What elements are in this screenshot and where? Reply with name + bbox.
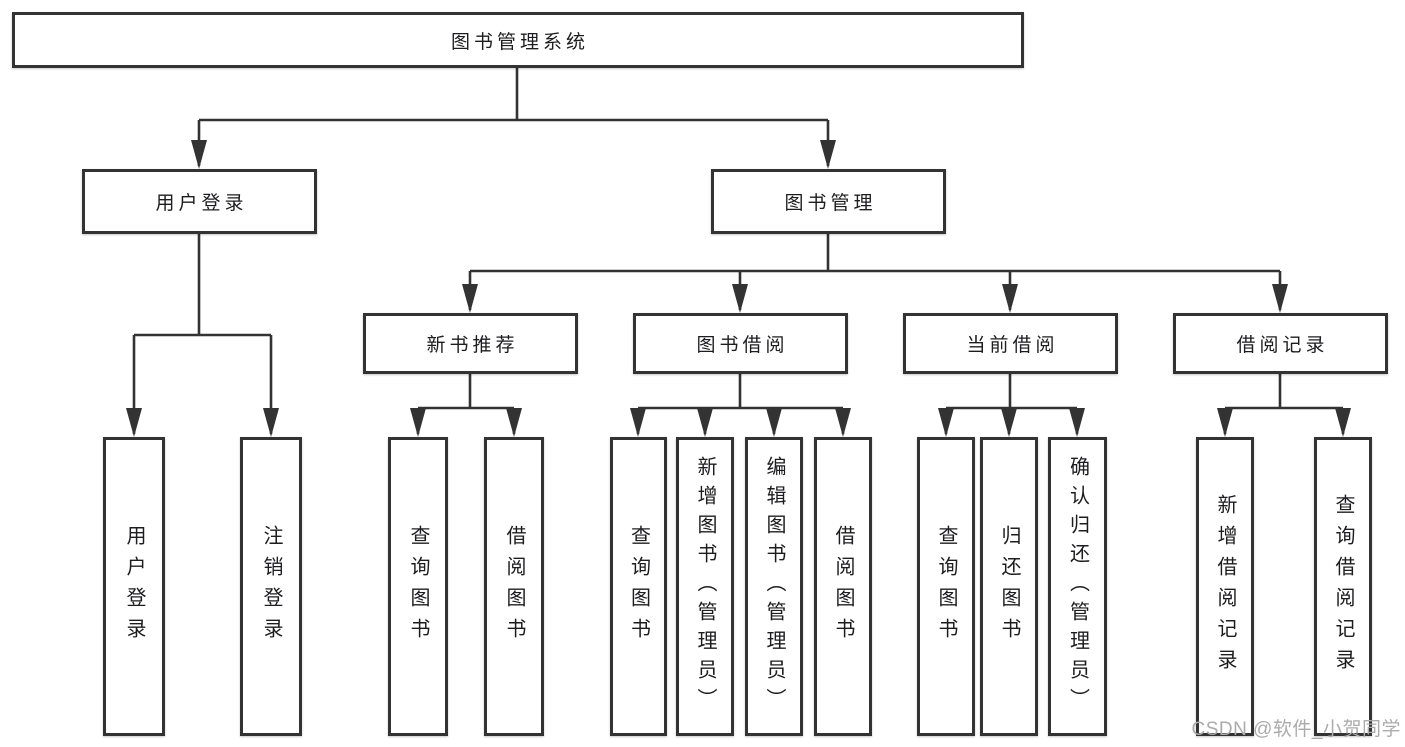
leaf-query-books-recommend: 查询图书 (388, 437, 448, 736)
leaf-add-book-admin: 新增图书（管理员） (676, 437, 734, 736)
leaf-edit-book-admin: 编辑图书（管理员） (745, 437, 803, 736)
leaf-query-books-borrow: 查询图书 (610, 437, 667, 736)
leaf-label: 借阅图书 (832, 524, 854, 649)
leaf-confirm-return-admin: 确认归还（管理员） (1048, 437, 1107, 736)
connector-user-login-to-leaves (132, 234, 273, 434)
leaf-label: 用户登录 (123, 524, 145, 649)
leaf-label: 借阅图书 (503, 524, 525, 649)
leaf-label: 新增借阅记录 (1214, 493, 1236, 680)
leaf-label: 查询图书 (407, 524, 429, 649)
leaf-borrow-books: 借阅图书 (814, 437, 872, 736)
node-label: 图书管理 (784, 193, 877, 214)
leaf-label: 归还图书 (998, 524, 1020, 649)
leaf-return-book: 归还图书 (980, 437, 1038, 736)
connector-current-borrow-to-leaves (944, 374, 1079, 434)
node-label: 用户登录 (155, 193, 248, 214)
connector-root-to-level2 (197, 68, 830, 166)
connector-new-rec-to-leaves (416, 374, 516, 434)
node-label: 图书管理系统 (450, 31, 589, 53)
leaf-label: 注销登录 (260, 524, 282, 649)
leaf-label: 编辑图书（管理员） (763, 456, 785, 717)
leaf-borrow-books-recommend: 借阅图书 (484, 437, 544, 736)
leaf-query-borrow-record: 查询借阅记录 (1314, 437, 1372, 736)
connector-book-mgmt-to-level3 (468, 234, 1282, 310)
node-book-borrow: 图书借阅 (633, 313, 848, 374)
node-user-login: 用户登录 (82, 169, 317, 234)
leaf-label: 新增图书（管理员） (694, 456, 716, 717)
node-label: 借阅记录 (1236, 335, 1329, 356)
leaf-logout: 注销登录 (240, 437, 302, 736)
node-new-book-recommend: 新书推荐 (363, 313, 578, 374)
node-root-system: 图书管理系统 (12, 12, 1024, 68)
node-borrow-records: 借阅记录 (1173, 313, 1388, 374)
leaf-user-login: 用户登录 (103, 437, 165, 736)
leaf-label: 确认归还（管理员） (1066, 456, 1089, 717)
node-book-management: 图书管理 (711, 169, 946, 234)
leaf-add-borrow-record: 新增借阅记录 (1196, 437, 1254, 736)
leaf-label: 查询借阅记录 (1332, 493, 1354, 680)
node-label: 图书借阅 (696, 335, 789, 356)
connector-book-borrow-to-leaves (636, 374, 845, 434)
node-label: 当前借阅 (966, 335, 1059, 356)
leaf-label: 查询图书 (935, 524, 957, 649)
leaf-query-books-current: 查询图书 (917, 437, 975, 736)
csdn-watermark: CSDN @软件_小贺同学 (1191, 719, 1401, 740)
leaf-label: 查询图书 (627, 524, 650, 649)
node-label: 新书推荐 (426, 335, 519, 356)
connector-records-to-leaves (1223, 374, 1345, 434)
node-current-borrow: 当前借阅 (903, 313, 1118, 374)
